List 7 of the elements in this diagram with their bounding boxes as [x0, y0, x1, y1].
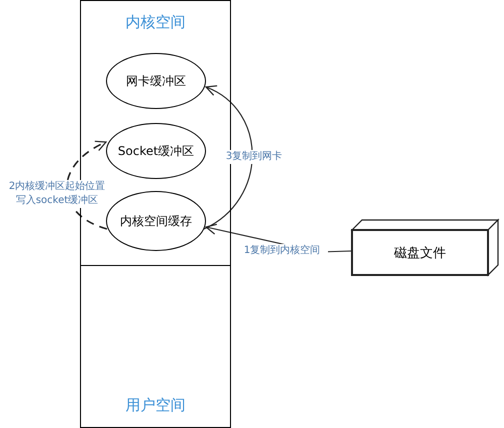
region-title: 用户空间: [124, 396, 186, 415]
buffer-ellipse: Socket缓冲区: [106, 123, 206, 179]
buffer-ellipse: 网卡缓冲区: [106, 53, 206, 109]
memory-region-box: [80, 265, 231, 428]
buffer-ellipse: 内核空间缓存: [106, 191, 206, 251]
region-title: 内核空间: [124, 13, 186, 32]
arrow: [204, 86, 253, 230]
